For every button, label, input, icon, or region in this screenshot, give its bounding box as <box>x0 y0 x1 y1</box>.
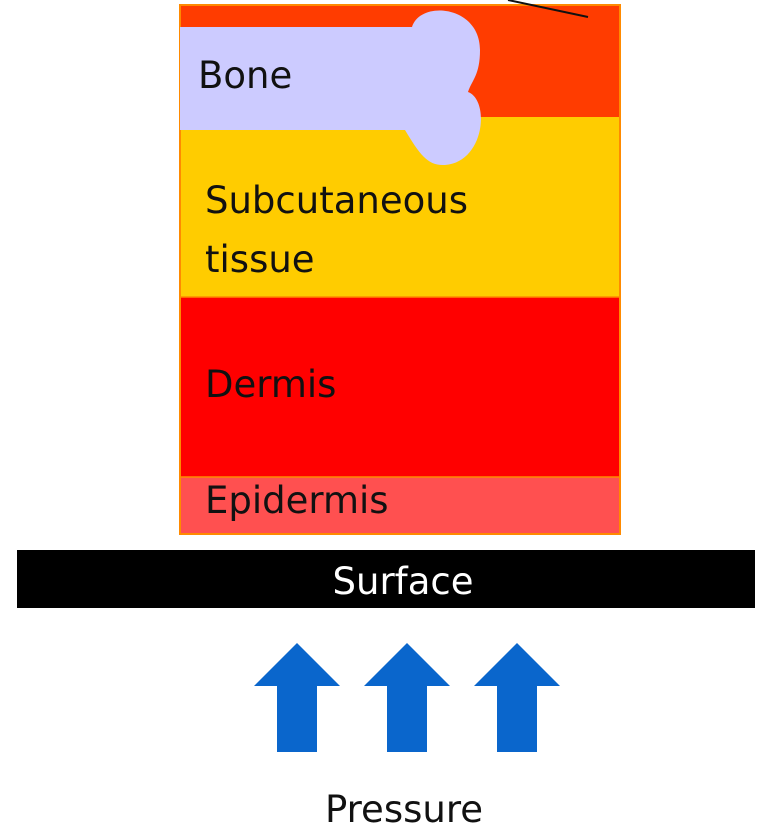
subcutaneous-label-line2: tissue <box>205 238 315 281</box>
subcutaneous-label-line1: Subcutaneous <box>205 179 468 222</box>
pressure-arrows <box>254 643 560 752</box>
up-arrow-icon <box>364 643 450 752</box>
surface-label: Surface <box>333 560 474 603</box>
surface-bar: Surface <box>17 550 755 608</box>
pressure-label: Pressure <box>325 788 483 826</box>
bone-label: Bone <box>198 54 292 97</box>
up-arrow-icon <box>474 643 560 752</box>
tissue-stack: Bone Subcutaneous tissue Dermis Epidermi… <box>180 0 620 534</box>
epidermis-label: Epidermis <box>205 479 389 522</box>
dermis-label: Dermis <box>205 363 336 406</box>
up-arrow-icon <box>254 643 340 752</box>
